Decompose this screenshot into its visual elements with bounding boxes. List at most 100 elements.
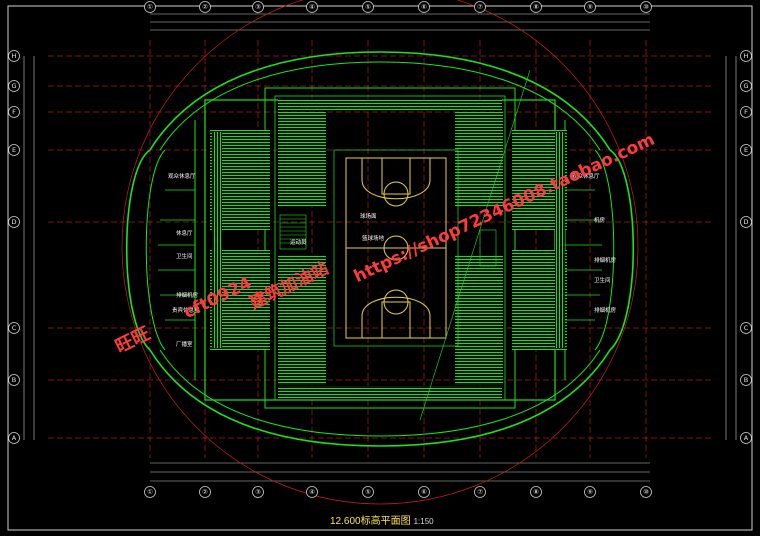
column-axis-bubbles-bottom: ① ② ③ ④ ⑤ ⑥ ⑦ ⑧ ⑨ ⑩: [144, 486, 652, 498]
room-label-right-5: 排烟机房: [594, 306, 617, 314]
svg-text:①: ①: [147, 488, 153, 496]
room-label-left-4: 排烟机房: [176, 291, 199, 299]
axis-bubble-bottom-8: ⑧: [530, 486, 542, 498]
svg-text:③: ③: [255, 3, 261, 11]
room-label-left-2: 休息厅: [176, 229, 193, 237]
axis-bubble-right-F: F: [740, 106, 752, 118]
axis-bubble-right-B: B: [740, 374, 752, 386]
axis-bubble-left-G: G: [8, 80, 20, 92]
axis-bubble-bottom-9: ⑨: [584, 486, 596, 498]
svg-text:F: F: [12, 108, 16, 116]
svg-text:⑩: ⑩: [643, 488, 649, 496]
svg-text:④: ④: [309, 488, 315, 496]
leader-line: [419, 69, 531, 421]
svg-text:①: ①: [147, 3, 153, 11]
svg-text:⑧: ⑧: [533, 488, 539, 496]
svg-text:⑨: ⑨: [587, 488, 593, 496]
stairs: [279, 214, 497, 267]
svg-text:E: E: [744, 146, 748, 154]
svg-text:G: G: [11, 82, 16, 90]
axis-bubble-left-B: B: [8, 374, 20, 386]
row-axis-bubbles-left: H G F E D C B A: [8, 50, 20, 444]
axis-bubble-right-D: D: [740, 216, 752, 228]
room-label-center-2: 运动员: [290, 238, 307, 246]
room-label-left-3: 卫生间: [176, 252, 193, 260]
room-label-left-6: 厂播室: [176, 340, 193, 348]
svg-text:A: A: [12, 434, 17, 442]
seating-blocks: [210, 99, 567, 398]
svg-text:⑥: ⑥: [421, 3, 427, 11]
svg-text:C: C: [744, 324, 749, 332]
court-boundary: [333, 149, 459, 347]
room-label-center-3: 篮球场地: [362, 234, 385, 242]
axis-bubble-top-8: ⑧: [530, 1, 542, 13]
svg-text:F: F: [744, 108, 748, 116]
basketball-court: [345, 157, 447, 339]
axis-bubble-left-A: A: [8, 432, 20, 444]
svg-text:⑥: ⑥: [421, 488, 427, 496]
axis-bubble-top-3: ③: [252, 1, 264, 13]
axis-bubble-left-E: E: [8, 144, 20, 156]
svg-text:E: E: [12, 146, 16, 154]
svg-text:④: ④: [309, 3, 315, 11]
room-label-right-4: 卫生间: [594, 276, 611, 284]
row-axis-bubbles-right: H G F E D C B A: [740, 50, 752, 444]
dimension-lines: [23, 13, 737, 482]
room-label-left-1: 观众休息厅: [168, 172, 196, 180]
svg-text:H: H: [12, 52, 17, 60]
svg-text:⑦: ⑦: [477, 488, 483, 496]
svg-text:D: D: [11, 218, 16, 226]
room-label-center-1: 球场面: [360, 212, 377, 220]
axis-bubble-right-G: G: [740, 80, 752, 92]
room-labels: 观众休息厅休息厅卫生间排烟机房贵宾休息室厂播室观众休息厅机房排烟机房卫生间排烟机…: [168, 172, 617, 348]
axis-bubble-left-H: H: [8, 50, 20, 62]
axis-bubble-bottom-7: ⑦: [474, 486, 486, 498]
axis-bubble-left-C: C: [8, 322, 20, 334]
svg-text:⑦: ⑦: [477, 3, 483, 11]
svg-text:⑩: ⑩: [643, 3, 649, 11]
svg-text:D: D: [743, 218, 748, 226]
svg-text:⑧: ⑧: [533, 3, 539, 11]
axis-bubble-left-D: D: [8, 216, 20, 228]
axis-bubble-right-C: C: [740, 322, 752, 334]
axis-bubble-bottom-2: ②: [199, 486, 211, 498]
room-label-right-3: 排烟机房: [594, 256, 617, 264]
room-label-left-5: 贵宾休息室: [172, 306, 200, 314]
axis-bubble-right-A: A: [740, 432, 752, 444]
axis-bubble-bottom-4: ④: [306, 486, 318, 498]
room-label-right-2: 机房: [594, 216, 606, 224]
svg-text:A: A: [744, 434, 749, 442]
axis-bubble-bottom-1: ①: [144, 486, 156, 498]
svg-text:B: B: [12, 376, 16, 384]
axis-bubble-top-4: ④: [306, 1, 318, 13]
guide-arcs: [121, 0, 639, 505]
svg-text:H: H: [744, 52, 749, 60]
right-rooms: [565, 189, 602, 321]
svg-text:C: C: [12, 324, 17, 332]
axis-bubble-bottom-6: ⑥: [418, 486, 430, 498]
axis-bubble-top-1: ①: [144, 1, 156, 13]
axis-bubble-right-H: H: [740, 50, 752, 62]
axis-bubble-top-6: ⑥: [418, 1, 430, 13]
svg-text:B: B: [744, 376, 748, 384]
axis-bubble-top-9: ⑨: [584, 1, 596, 13]
axis-bubble-top-2: ②: [199, 1, 211, 13]
left-rooms: [158, 189, 195, 321]
svg-text:⑤: ⑤: [365, 488, 371, 496]
axis-bubble-bottom-10: ⑩: [640, 486, 652, 498]
column-axis-bubbles-top: ① ② ③ ④ ⑤ ⑥ ⑦ ⑧ ⑨ ⑩: [144, 1, 652, 13]
room-label-right-1: 观众休息厅: [572, 172, 600, 180]
axis-bubble-bottom-3: ③: [252, 486, 264, 498]
drawing-title-text: 12.600标高平面图: [330, 516, 411, 527]
svg-text:⑤: ⑤: [365, 3, 371, 11]
svg-text:③: ③: [255, 488, 261, 496]
axis-bubble-top-5: ⑤: [362, 1, 374, 13]
axis-bubble-bottom-5: ⑤: [362, 486, 374, 498]
svg-text:②: ②: [202, 3, 208, 11]
svg-text:②: ②: [202, 488, 208, 496]
axis-bubble-top-10: ⑩: [640, 1, 652, 13]
axis-bubble-top-7: ⑦: [474, 1, 486, 13]
